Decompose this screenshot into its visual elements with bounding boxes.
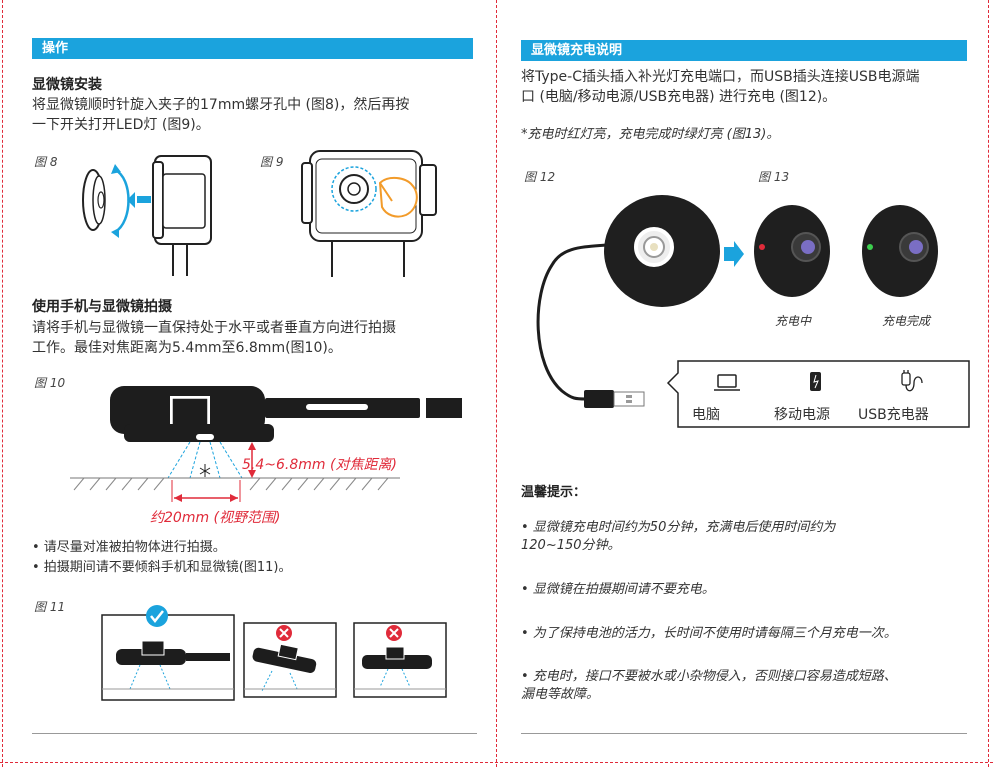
tip-no-charge-while-shooting: • 显微镜在拍摄期间请不要充电。: [521, 582, 715, 597]
fig12-label: 图 12: [524, 170, 556, 184]
tip-port-protection: • 充电时，接口不要被水或小杂物侵入，否则接口容易造成短路、 漏电等故障。: [521, 668, 897, 704]
fig8-label: 图 8: [34, 155, 58, 169]
error-x-icon-1: [279, 628, 289, 638]
right-column: 显微镜充电说明 将Type-C插头插入补光灯充电端口，而USB插头连接USB电源…: [510, 0, 970, 767]
cut-line-bottom: [0, 762, 993, 763]
shoot-body-line-2: 工作。最佳对焦距离为5.4mm至6.8mm(图10)。: [32, 340, 342, 356]
laptop-icon: [714, 374, 740, 391]
fig10-field-of-view-label: 约20mm (视野范围): [150, 510, 281, 526]
arrow-right-icon: [724, 247, 734, 261]
power-source-usb-charger: USB充电器: [858, 407, 929, 423]
fig11-illustration: [101, 605, 447, 701]
charging-body: 将Type-C插头插入补光灯充电端口，而USB插头连接USB电源端 口 (电脑/…: [521, 67, 971, 107]
fig9-illustration: [301, 150, 437, 277]
install-body-line-1: 将显微镜顺时针旋入夹子的17mm螺牙孔中 (图8)，然后再按: [32, 97, 410, 113]
section-title-charging: 显微镜充电说明: [521, 40, 967, 61]
shoot-body-line-1: 请将手机与显微镜一直保持处于水平或者垂直方向进行拍摄: [32, 320, 396, 336]
red-led-icon: [759, 244, 765, 250]
fig8-illustration: [82, 155, 212, 276]
fig9-label: 图 9: [260, 155, 284, 169]
tip-charging-time-line-1: • 显微镜充电时间约为50分钟，充满电后使用时间约为: [521, 520, 836, 535]
right-bottom-rule: [521, 733, 967, 734]
fig10-focus-distance-label: 5.4~6.8mm (对焦距离): [242, 457, 397, 473]
green-led-icon: [867, 244, 873, 250]
charging-led-note: *充电时红灯亮，充电完成时绿灯亮 (图13)。: [521, 127, 780, 142]
shoot-title: 使用手机与显微镜拍摄: [32, 299, 172, 315]
bullet-aim: • 请尽量对准被拍物体进行拍摄。: [32, 540, 226, 555]
shoot-body: 请将手机与显微镜一直保持处于水平或者垂直方向进行拍摄 工作。最佳对焦距离为5.4…: [32, 318, 477, 358]
tip-battery-maintenance: • 为了保持电池的活力，长时间不使用时请每隔三个月充电一次。: [521, 626, 897, 641]
fig10-illustration: [70, 386, 462, 502]
left-column: 操作 显微镜安装 将显微镜顺时针旋入夹子的17mm螺牙孔中 (图8)，然后再按 …: [20, 0, 480, 767]
fig11-label: 图 11: [34, 600, 66, 614]
charged-status-label: 充电完成: [882, 314, 931, 328]
tip-charging-time-line-2: 120~150分钟。: [521, 538, 621, 553]
power-source-computer: 电脑: [692, 407, 720, 423]
bullet-no-tilt: • 拍摄期间请不要倾斜手机和显微镜(图11)。: [32, 560, 292, 575]
charging-status-label: 充电中: [775, 314, 812, 328]
fig13-label: 图 13: [758, 170, 790, 184]
tip-charging-time: • 显微镜充电时间约为50分钟，充满电后使用时间约为 120~150分钟。: [521, 519, 835, 555]
section-title-operation: 操作: [32, 38, 473, 59]
check-icon: [150, 610, 164, 624]
install-body: 将显微镜顺时针旋入夹子的17mm螺牙孔中 (图8)，然后再按 一下开关打开LED…: [32, 95, 477, 135]
cut-line-center: [496, 0, 497, 767]
cut-line-left: [2, 0, 3, 767]
error-x-icon-2: [389, 628, 399, 638]
install-title: 显微镜安装: [32, 77, 102, 93]
charging-body-line-1: 将Type-C插头插入补光灯充电端口，而USB插头连接USB电源端: [521, 69, 920, 85]
fig12-13-illustration: [536, 195, 970, 428]
tips-title: 温馨提示：: [521, 485, 587, 500]
left-bottom-rule: [32, 733, 477, 734]
usb-charger-icon: [901, 370, 923, 392]
charging-body-line-2: 口 (电脑/移动电源/USB充电器) 进行充电 (图12)。: [521, 89, 837, 105]
cut-line-right: [988, 0, 989, 767]
power-bank-icon: [810, 372, 821, 391]
install-body-line-2: 一下开关打开LED灯 (图9)。: [32, 117, 210, 133]
tip-port-protection-line-1: • 充电时，接口不要被水或小杂物侵入，否则接口容易造成短路、: [521, 669, 897, 684]
fig10-label: 图 10: [34, 376, 66, 390]
power-source-power-bank: 移动电源: [774, 407, 830, 423]
tip-port-protection-line-2: 漏电等故障。: [521, 687, 600, 702]
